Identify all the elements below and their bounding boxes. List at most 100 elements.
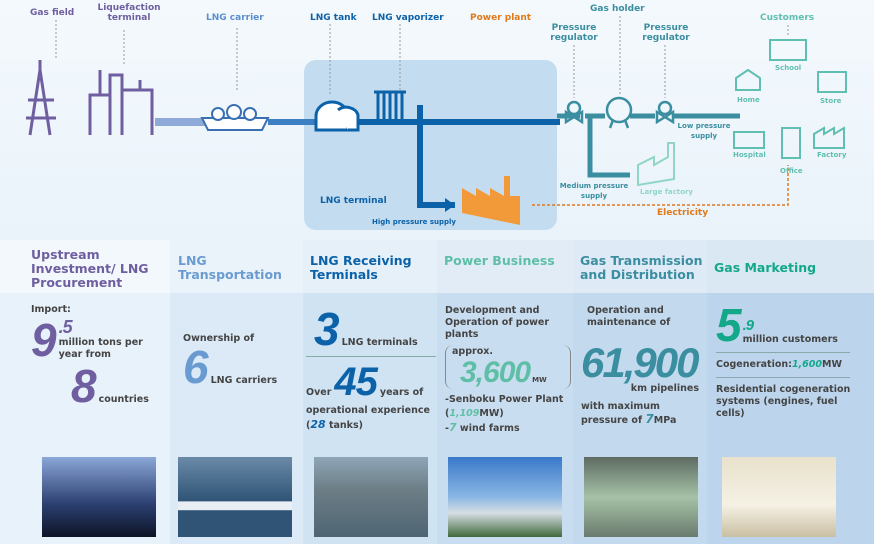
power-capacity-number: 3,600: [460, 356, 531, 389]
pressure-number: 7: [645, 412, 654, 426]
label-school: School: [775, 64, 802, 72]
gas-holder-icon: [605, 96, 633, 129]
approx-bracket: approx. 3,600 MW: [445, 345, 571, 389]
pipe-regulator: [557, 113, 740, 178]
lng-vaporizer-icon: [374, 90, 406, 124]
power-plant-photo: [448, 457, 562, 537]
label-high-pressure-supply: High pressure supply: [372, 218, 456, 226]
header-band: [0, 240, 874, 293]
import-unit: million tons per year from: [58, 337, 143, 360]
pressure-unit: MPa: [653, 415, 677, 426]
import-label: Import:: [31, 304, 71, 315]
label-liquefaction-terminal: Liquefaction terminal: [97, 3, 161, 23]
senboku-number: 1,109: [449, 408, 480, 419]
label-medium-pressure-supply: Medium pressure supply: [559, 182, 629, 200]
power-desc: Development and Operation of power plant…: [445, 305, 550, 340]
label-lng-terminal: LNG terminal: [320, 196, 387, 206]
label-power-plant: Power plant: [470, 13, 532, 23]
gas-field-icon: [26, 60, 56, 136]
title-marketing: Gas Marketing: [714, 260, 817, 275]
senboku-unit: MW): [479, 408, 504, 419]
divider: [306, 356, 436, 357]
supply-chain-diagram: [26, 16, 847, 225]
label-customers: Customers: [760, 13, 815, 23]
terminals-label: LNG terminals: [341, 337, 418, 348]
tanks-paren: (: [306, 420, 311, 431]
lng-terminal-photo: [314, 457, 428, 537]
years-label: years of: [379, 387, 424, 398]
transport-body: Ownership of 6 LNG carriers: [183, 333, 301, 393]
title-receiving: LNG Receiving Terminals: [310, 253, 412, 282]
countries-number: 8: [71, 360, 97, 412]
carriers-label: LNG carriers: [210, 375, 278, 386]
approx-label: approx.: [452, 346, 493, 357]
paren: (: [445, 408, 450, 419]
title-upstream: Upstream Investment/ LNG Procurement: [31, 247, 149, 290]
pipe-main: [358, 105, 560, 208]
terminals-number: 3: [314, 303, 340, 355]
import-number: 9: [31, 314, 57, 366]
label-low-pressure-supply: Low pressure supply: [677, 122, 731, 140]
ownership-label: Ownership of: [183, 333, 255, 344]
wind-number: 7: [448, 421, 457, 434]
experience-label: operational experience: [306, 405, 430, 416]
label-large-factory: Large factory: [640, 188, 693, 196]
label-factory: Factory: [817, 151, 847, 159]
power-plant-icon: [462, 176, 520, 225]
label-office: Office: [780, 167, 803, 175]
cogen-label: Cogeneration:: [716, 359, 792, 370]
import-decimal: .5: [58, 317, 73, 337]
pipelines-photo: [584, 457, 698, 537]
pipeline-number: 61,900: [581, 339, 699, 386]
pipeline-unit: km pipelines: [630, 383, 699, 394]
over-label: Over: [306, 387, 332, 398]
dash: -: [445, 423, 449, 434]
receiving-body: 3 LNG terminals Over 45 years of operati…: [306, 303, 436, 432]
transmission-body: Operation and maintenance of 61,900 km p…: [581, 305, 705, 427]
marketing-body: 5 .9 million customers Cogeneration:1,60…: [716, 299, 862, 420]
label-pressure-regulator-2: Pressure regulator: [642, 23, 690, 43]
cogen-number: 1,600: [791, 359, 822, 370]
label-pressure-regulator-1: Pressure regulator: [550, 23, 598, 43]
divider: [716, 377, 850, 378]
label-electricity: Electricity: [657, 208, 709, 218]
lng-tank-icon: [314, 100, 360, 132]
wind-label: wind farms: [459, 423, 520, 434]
pressure-regulator-icon: [564, 100, 675, 125]
upstream-body: Import: 9 .5 million tons per year from …: [31, 304, 166, 412]
label-hospital: Hospital: [733, 151, 766, 159]
label-gas-field: Gas field: [30, 8, 75, 18]
electricity-line: [532, 165, 789, 206]
power-body: Development and Operation of power plant…: [445, 305, 571, 435]
label-lng-vaporizer: LNG vaporizer: [372, 13, 444, 23]
customers-label: million customers: [742, 334, 838, 345]
carriers-number: 6: [183, 341, 209, 393]
lng-carrier-photo: [178, 457, 292, 537]
senboku-label: -Senboku Power Plant: [445, 394, 564, 405]
label-lng-carrier: LNG carrier: [206, 13, 264, 23]
cogeneration-unit-photo: [722, 457, 836, 537]
title-power: Power Business: [444, 253, 555, 268]
label-gas-holder: Gas holder: [590, 4, 645, 14]
title-transmission: Gas Transmission and Distribution: [580, 253, 703, 282]
transmission-desc: Operation and maintenance of: [587, 305, 671, 328]
label-store: Store: [820, 97, 842, 105]
customer-icons: [733, 39, 847, 159]
label-lng-tank: LNG tank: [310, 13, 357, 23]
cogen-unit: MW: [822, 359, 842, 370]
pressure-label: with maximum pressure of: [581, 401, 660, 426]
tanks-number: 28: [310, 418, 326, 431]
countries-label: countries: [98, 394, 149, 405]
customers-number: 5: [716, 299, 742, 351]
residential-label: Residential cogeneration systems (engine…: [716, 384, 851, 419]
power-capacity-unit: MW: [532, 376, 547, 384]
label-home: Home: [737, 96, 760, 104]
tanks-label: tanks): [328, 420, 363, 431]
customers-decimal: .9: [742, 317, 754, 334]
lng-carrier-icon: [200, 104, 270, 131]
liquefaction-terminal-icon: [88, 70, 154, 135]
large-factory-icon: [637, 142, 675, 187]
title-transport: LNG Transportation: [178, 253, 282, 282]
divider: [716, 352, 850, 353]
offshore-rig-photo: [42, 457, 156, 537]
